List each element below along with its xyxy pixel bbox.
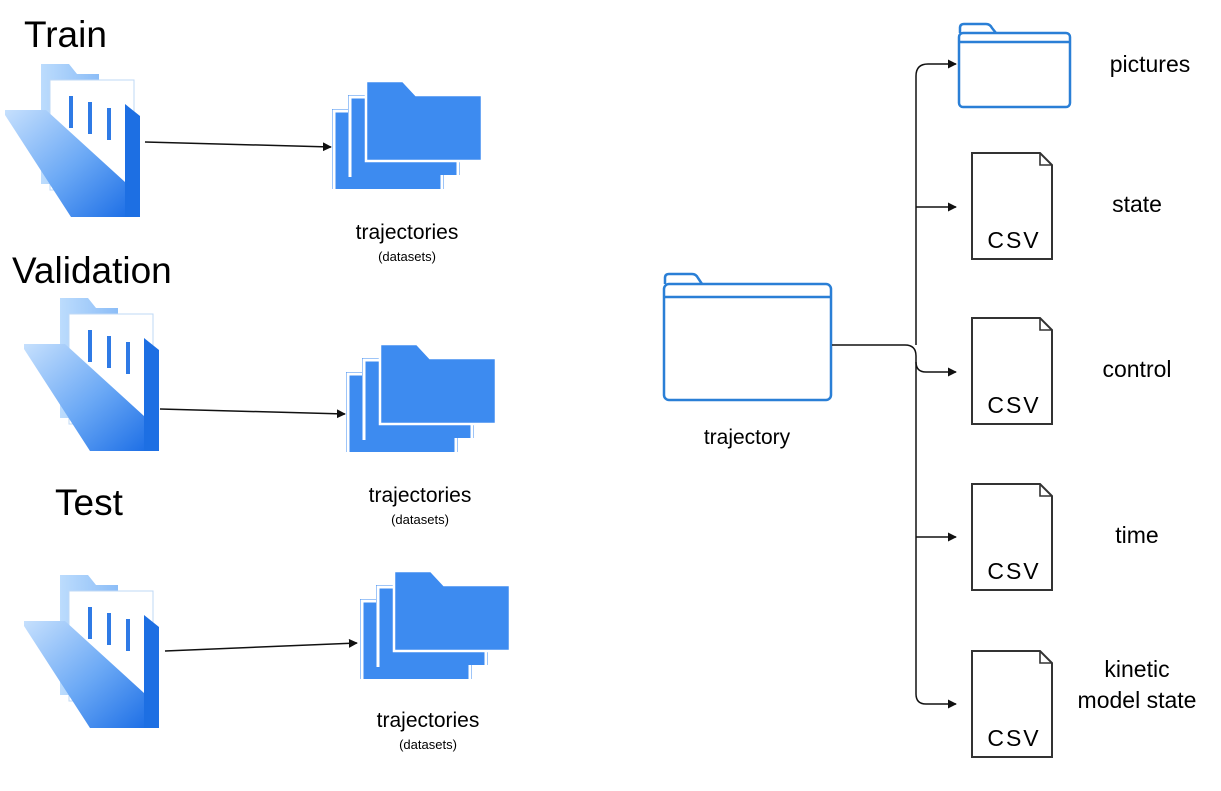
arrow-validation: [159, 408, 346, 419]
arrow-train: [144, 141, 332, 152]
connector-tree: [832, 59, 957, 709]
csv-file-text: CSV: [987, 392, 1040, 418]
csv-file-icon: CSV: [971, 152, 1053, 260]
csv-file-icon: CSV: [971, 650, 1053, 758]
trajectories-sublabel: (datasets): [391, 512, 449, 527]
csv-file-text: CSV: [987, 227, 1040, 253]
folder-outline-icon: [662, 272, 833, 402]
arrow-test: [164, 638, 358, 652]
output-label-time: time: [1115, 522, 1159, 548]
output-label-control: control: [1102, 356, 1172, 382]
output-label-kinetic-model-state: kinetic model state: [1077, 656, 1197, 713]
stacked-folders-icon: [344, 342, 498, 456]
trajectories-label: trajectories: [368, 484, 472, 507]
trajectories-sublabel: (datasets): [399, 737, 457, 752]
trajectories-label: trajectories: [376, 709, 480, 732]
open-folder-icon: [4, 63, 141, 218]
split-title-test: Test: [55, 482, 123, 523]
folder-outline-icon: [957, 22, 1072, 109]
open-folder-icon: [23, 574, 160, 729]
stacked-folders-icon: [330, 79, 484, 193]
stacked-folders-icon: [358, 569, 512, 683]
csv-file-icon: CSV: [971, 317, 1053, 425]
trajectories-label: trajectories: [355, 221, 459, 244]
csv-file-text: CSV: [987, 558, 1040, 584]
csv-file-text: CSV: [987, 725, 1040, 751]
trajectories-sublabel: (datasets): [378, 249, 436, 264]
output-label-state: state: [1112, 191, 1162, 217]
output-label-pictures: pictures: [1109, 51, 1191, 77]
trajectory-label: trajectory: [703, 426, 791, 449]
split-title-train: Train: [24, 14, 107, 55]
csv-file-icon: CSV: [971, 483, 1053, 591]
open-folder-icon: [23, 297, 160, 452]
split-title-validation: Validation: [12, 250, 172, 291]
